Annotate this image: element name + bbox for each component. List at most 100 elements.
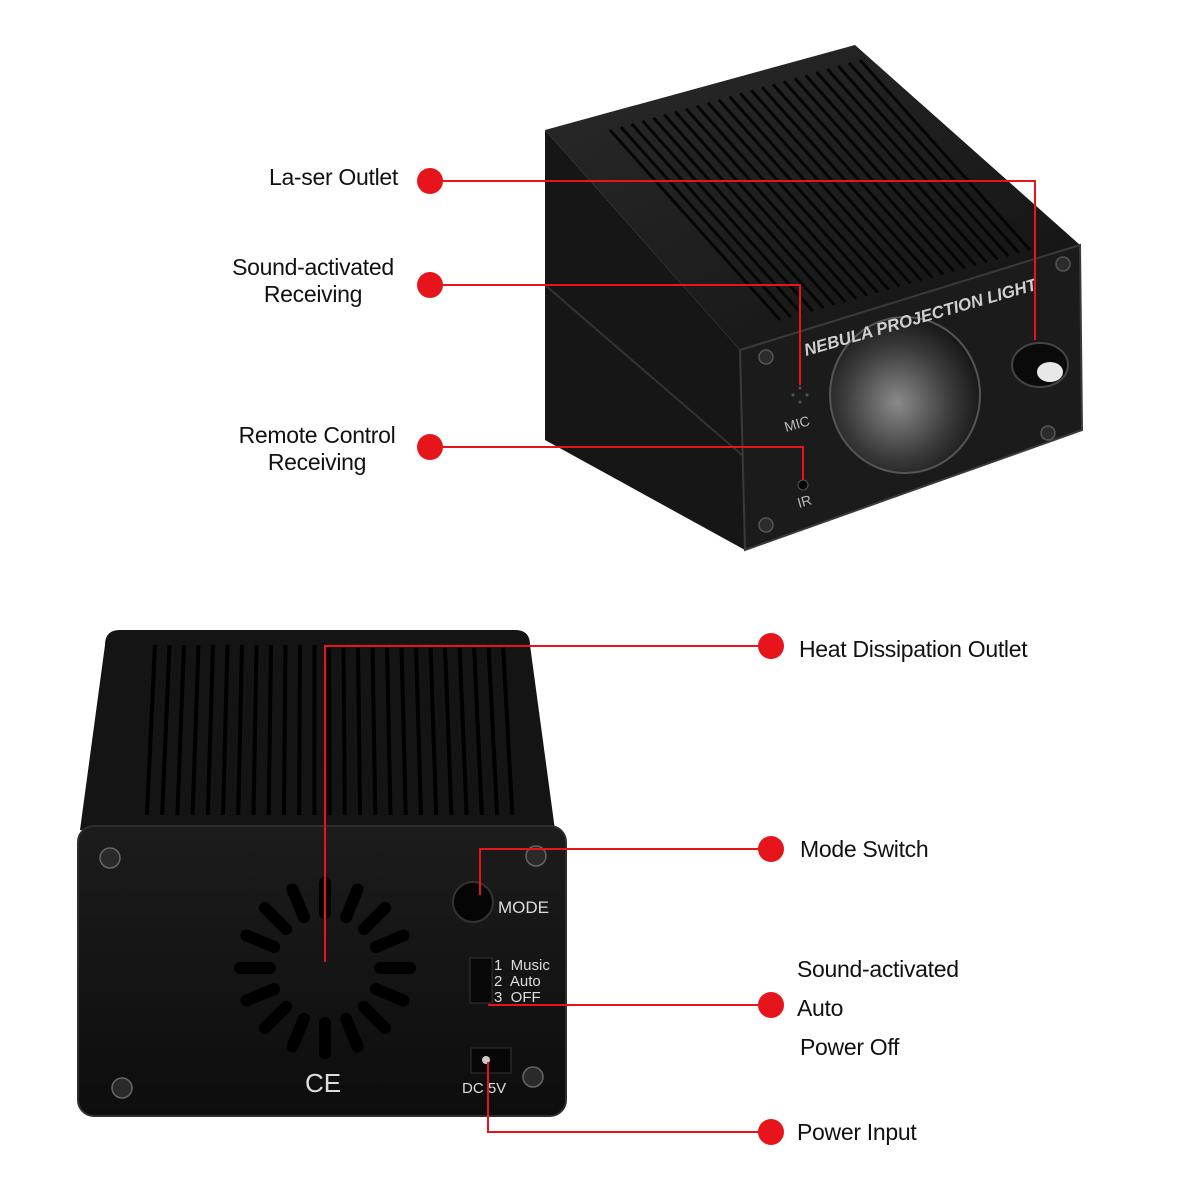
vent-slat [837, 65, 1010, 258]
vent-slat [815, 71, 988, 264]
vent-slat [369, 983, 410, 1007]
device-back-panel [77, 825, 567, 1117]
vent-slat [240, 929, 281, 953]
device-side-face [545, 130, 745, 550]
label-line: Remote Control [238, 422, 396, 448]
vent-slat [826, 68, 999, 261]
vent-slats [608, 58, 1032, 322]
label-line: Heat Dissipation Outlet [799, 636, 1028, 662]
vent-slat [205, 644, 215, 816]
vent-slat [750, 89, 923, 282]
vent-slat [457, 644, 469, 816]
vent-slat [858, 58, 1032, 252]
label-line: Sound-activated [232, 254, 394, 280]
laser-outlet-port [1011, 342, 1069, 388]
vent-slat [782, 80, 956, 273]
vent-slat [144, 644, 157, 816]
mode-slide-switch[interactable] [469, 957, 493, 1004]
vent-slat [414, 644, 423, 816]
vent-slat [356, 644, 363, 816]
lens-dome [829, 316, 981, 474]
vent-slat [399, 644, 408, 816]
vent-slat [641, 119, 814, 312]
callout-label-power-input: Power Input [797, 1119, 917, 1146]
vent-slat [240, 983, 281, 1007]
callout-dot [417, 168, 443, 194]
vent-slat [286, 883, 310, 924]
projector-front-view: NEBULA PROJECTION LIGHT MIC IR [544, 45, 1084, 552]
callout-dot [417, 434, 443, 460]
vent-slat [357, 1000, 392, 1035]
vent-slat [706, 101, 879, 294]
vent-slat [266, 644, 273, 816]
vent-slat [175, 644, 186, 816]
label-line: Sound-activated [797, 956, 959, 982]
vent-slat [385, 644, 393, 816]
mode-print: MODE [498, 898, 549, 917]
callout-dots [417, 168, 784, 1145]
vent-slat [281, 644, 288, 816]
callout-dot [758, 1119, 784, 1145]
label-line: Auto [797, 995, 844, 1021]
screw-icon [758, 256, 1071, 533]
vent-slat [486, 644, 500, 816]
callout-label-sound-receiving: Sound-activated Receiving [213, 254, 413, 308]
label-line: La-ser Outlet [268, 164, 398, 190]
vent-slat [340, 883, 364, 924]
callout-dot [758, 633, 784, 659]
ce-mark: CE [305, 1068, 341, 1098]
vent-slat [717, 98, 890, 291]
vent-slat [251, 644, 259, 816]
vent-slat [472, 644, 484, 816]
vent-slat [443, 644, 454, 816]
label-line: Power Off [800, 1034, 900, 1060]
callout-label-laser-outlet: La-ser Outlet [269, 164, 398, 191]
vent-slat [341, 644, 347, 816]
device-top-face [545, 45, 1080, 350]
callout-line-heat [324, 645, 771, 962]
vent-slat [221, 644, 230, 816]
vent-slat [236, 644, 244, 816]
callout-lines [324, 180, 1036, 1133]
mode-button[interactable] [452, 881, 494, 923]
screw-icon [99, 845, 547, 1099]
vent-slat [695, 104, 869, 297]
projector-back-view: MODE 1 Music 2 Auto 3 OFF DC 5V CE [77, 630, 567, 1117]
callout-line-mode [479, 848, 771, 895]
vent-slat [804, 74, 977, 267]
vent-slat [793, 77, 966, 270]
switch-position-print: 3 OFF [494, 989, 541, 1006]
dc-jack [470, 1047, 512, 1074]
callout-label-heat-dissipation: Heat Dissipation Outlet [799, 636, 1028, 663]
vent-slat [258, 1000, 293, 1035]
vent-slats [144, 644, 515, 816]
vent-slat [370, 644, 378, 816]
vent-slat [428, 644, 439, 816]
vent-slat [684, 107, 858, 300]
callout-label-switch-modes: Sound-activated Auto Power Off [797, 950, 959, 1067]
vent-slat [340, 1012, 364, 1053]
vent-slat [369, 929, 410, 953]
label-line: Receiving [263, 281, 363, 307]
ir-print: IR [795, 492, 813, 511]
label-line: Power Input [797, 1119, 917, 1145]
ir-receiver [797, 479, 809, 491]
callout-label-mode-switch: Mode Switch [800, 836, 929, 863]
vent-slat [630, 122, 803, 315]
vent-slat [501, 644, 515, 816]
vent-slat [327, 644, 332, 816]
vent-slat [608, 128, 782, 322]
vent-slat [761, 86, 934, 279]
mic-print: MIC [782, 412, 811, 434]
switch-position-print: 2 Auto [494, 973, 541, 990]
callout-line-laser [430, 180, 1036, 340]
callout-dot [758, 836, 784, 862]
vent-slat [663, 113, 836, 306]
vent-slat [160, 644, 172, 816]
vent-slat [739, 92, 912, 285]
switch-position-print: 1 Music [494, 957, 550, 974]
label-line: Receiving [267, 449, 367, 475]
callout-line-remote [430, 446, 804, 480]
